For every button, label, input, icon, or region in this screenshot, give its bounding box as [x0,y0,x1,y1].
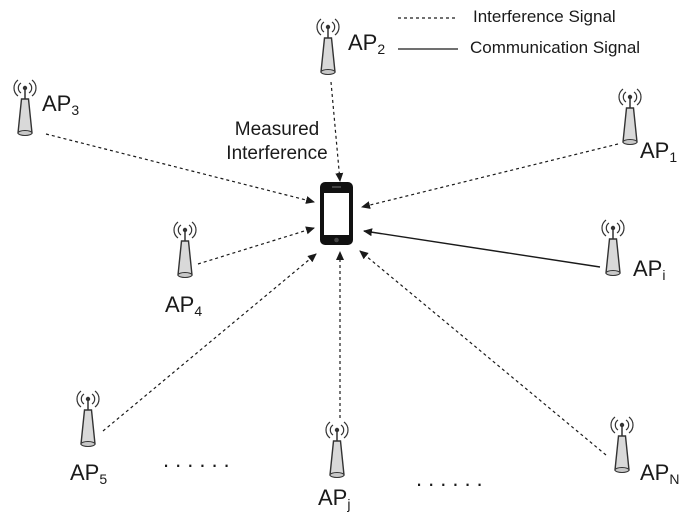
ap-1-sub: 1 [669,149,678,165]
legend-interference-label: Interference Signal [473,7,616,26]
ellipsis-left: ...... [163,447,236,472]
link-ap-5 [102,253,317,432]
ap-5-base: AP [70,460,100,485]
link-ap-4 [197,226,315,265]
ap-1-base: AP [640,138,670,163]
link-ap-1 [361,143,619,209]
antenna-icon-ap-i [601,219,625,277]
antenna-icon-ap-5 [76,390,100,448]
label-ap-2: AP2 [348,30,386,57]
label-ap-4: AP4 [165,292,203,319]
ap-n-base: AP [640,460,670,485]
label-ap-1: AP1 [640,138,678,165]
ap-3-sub: 3 [71,102,80,118]
center-label-line-2: Interference [226,143,328,164]
antenna-icon-ap-4 [173,221,197,279]
label-ap-i: APi [633,256,666,283]
ap-2-base: AP [348,30,378,55]
ap-i-base: AP [633,256,663,281]
ap-j-sub: j [347,496,351,512]
label-ap-3: AP3 [42,91,80,118]
center-label-line-1: Measured [234,119,320,140]
ap-n-sub: N [669,471,680,487]
label-ap-5: AP5 [70,460,108,487]
antenna-icon-ap-3 [13,79,37,137]
ap-i-sub: i [662,267,666,283]
ap-j-base: AP [318,485,348,510]
label-ap-j: APj [318,485,351,512]
ap-4-base: AP [165,292,195,317]
link-ap-i [363,228,601,268]
antenna-icon-ap-2 [316,18,340,76]
ap-3-base: AP [42,91,72,116]
link-ap-n [359,250,607,456]
ellipsis-right: ...... [416,466,489,491]
ap-4-sub: 4 [194,303,203,319]
antenna-icon-ap-n [610,416,634,474]
measured-interference-label: Measured Interference [212,118,342,166]
phone-icon [320,182,353,245]
antenna-icon-ap-1 [618,88,642,146]
legend-communication-label: Communication Signal [470,38,641,57]
antenna-icon-ap-j [325,421,349,479]
ap-2-sub: 2 [377,41,386,57]
label-ap-n: APN [640,460,680,487]
ap-5-sub: 5 [99,471,108,487]
link-ap-2 [330,81,344,182]
link-ap-3 [45,133,315,204]
